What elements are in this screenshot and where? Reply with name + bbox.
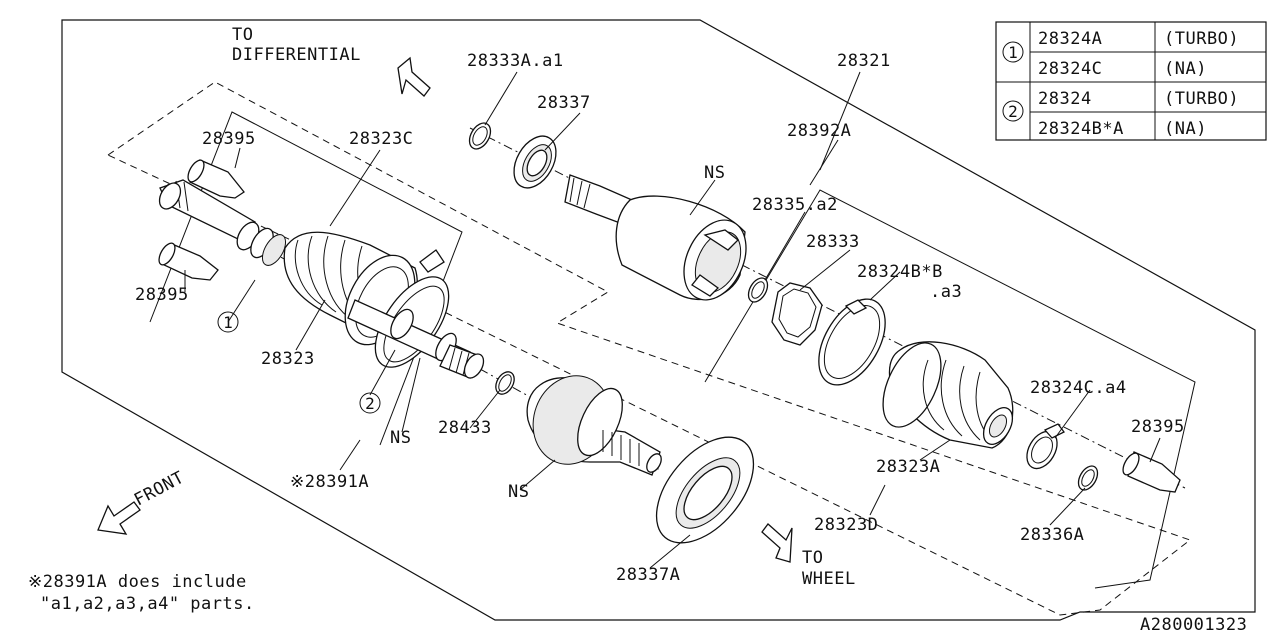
arrow-to-wheel-icon bbox=[761, 523, 793, 563]
label-28323: 28323 bbox=[261, 349, 315, 369]
assembly-outline bbox=[61, 19, 1256, 621]
legend-row-2-spec: (NA) bbox=[1164, 59, 1207, 79]
snap-ring-28333A bbox=[468, 122, 492, 150]
label-28335-a2: 28335.a2 bbox=[752, 195, 838, 215]
outer-boot-28323A bbox=[882, 341, 1014, 449]
label-28324C-a4: 28324C.a4 bbox=[1030, 378, 1127, 398]
cap-28395-left bbox=[158, 242, 219, 281]
label-28336A: 28336A bbox=[1020, 525, 1084, 545]
arrow-front-icon bbox=[97, 501, 141, 535]
callout-circle-1-text: 1 bbox=[223, 313, 233, 332]
label-ns-3: NS bbox=[508, 482, 529, 502]
outer-cv-joint bbox=[526, 375, 662, 476]
arrow-to-differential-icon bbox=[397, 56, 431, 97]
label-28395-top: 28395 bbox=[202, 129, 256, 149]
label-28323D: 28323D bbox=[814, 515, 878, 535]
label-28323A: 28323A bbox=[876, 457, 940, 477]
leader-lines bbox=[184, 71, 1161, 569]
label-28321: 28321 bbox=[837, 51, 891, 71]
label-28333: 28333 bbox=[806, 232, 860, 252]
label-28433: 28433 bbox=[438, 418, 492, 438]
label-ns-2: NS bbox=[390, 428, 411, 448]
legend-table: 1 2 28324A (TURBO) 28324C (NA) 28324 (TU… bbox=[995, 21, 1267, 141]
cap-28395-right bbox=[1122, 451, 1181, 493]
label-28333A-a1: 28333A.a1 bbox=[467, 51, 564, 71]
label-to-differential-2: DIFFERENTIAL bbox=[232, 45, 361, 65]
note-line-1: ※28391A does include bbox=[28, 572, 247, 592]
label-28323C: 28323C bbox=[349, 129, 413, 149]
label-28392A: 28392A bbox=[787, 121, 851, 141]
right-group-outline bbox=[704, 189, 1196, 589]
ring-28336A bbox=[1077, 465, 1099, 491]
inner-joint-housing-28321 bbox=[564, 174, 747, 301]
label-28324BB-1: 28324B*B bbox=[857, 262, 943, 282]
label-28395-right: 28395 bbox=[1131, 417, 1185, 437]
label-to-wheel-1: TO bbox=[802, 548, 823, 568]
label-28337A: 28337A bbox=[616, 565, 680, 585]
legend-row-2-part: 28324C bbox=[1038, 59, 1102, 79]
legend-row-3-part: 28324 bbox=[1038, 89, 1092, 109]
legend-group-2: 2 bbox=[1008, 102, 1018, 121]
callout-circle-1: 1 bbox=[217, 311, 239, 333]
label-28395-left: 28395 bbox=[135, 285, 189, 305]
clamp-28324BB bbox=[818, 298, 886, 386]
note-line-2: "a1,a2,a3,a4" parts. bbox=[40, 594, 255, 614]
clamp-tab bbox=[419, 249, 445, 273]
label-to-differential-1: TO bbox=[232, 25, 253, 45]
label-28337: 28337 bbox=[537, 93, 591, 113]
reference-code: A280001323 bbox=[1140, 615, 1247, 635]
legend-row-1-part: 28324A bbox=[1038, 29, 1102, 49]
legend-row-3-spec: (TURBO) bbox=[1164, 89, 1239, 109]
label-28391A: ※28391A bbox=[290, 472, 369, 492]
legend-group-1: 1 bbox=[1008, 43, 1018, 62]
inner-cv-joint-shaft bbox=[158, 179, 287, 266]
label-front: FRONT bbox=[131, 468, 188, 511]
legend-row-1-spec: (TURBO) bbox=[1164, 29, 1239, 49]
label-28324BB-2: .a3 bbox=[930, 282, 962, 302]
callout-circle-2: 2 bbox=[359, 392, 381, 414]
legend-row-4-spec: (NA) bbox=[1164, 119, 1207, 139]
cap-28395-top bbox=[187, 159, 245, 199]
label-ns-1: NS bbox=[704, 163, 725, 183]
axle-shaft bbox=[347, 299, 485, 379]
subassembly-dashed-outline bbox=[106, 81, 1192, 616]
legend-row-4-part: 28324B*A bbox=[1038, 119, 1124, 139]
callout-circle-2-text: 2 bbox=[365, 394, 375, 413]
snap-ring-28433 bbox=[495, 371, 515, 395]
label-to-wheel-2: WHEEL bbox=[802, 569, 856, 589]
circlip-28335 bbox=[747, 277, 769, 303]
